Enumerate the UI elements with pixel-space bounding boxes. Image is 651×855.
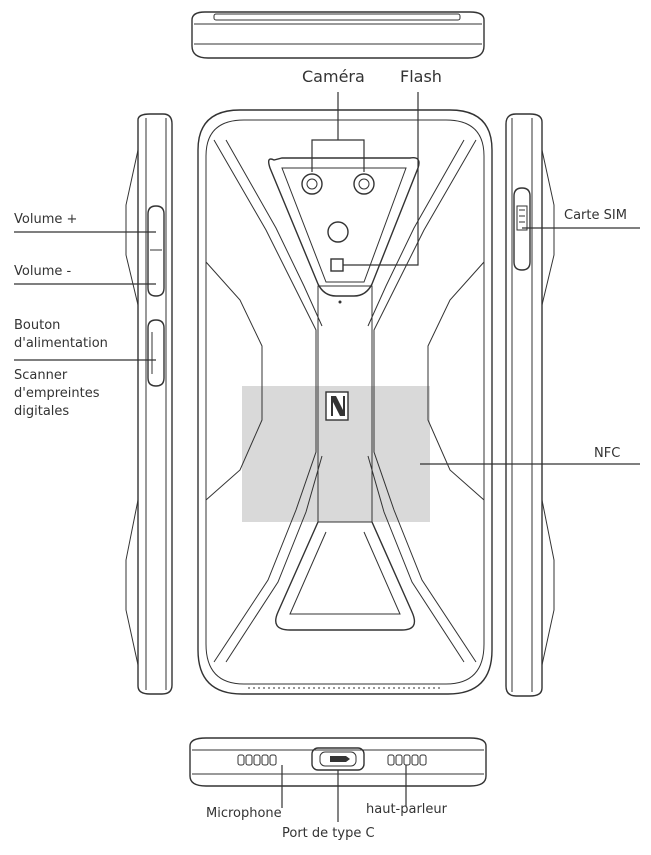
camera-leader xyxy=(311,92,365,172)
power-label-line2: d'alimentation xyxy=(14,336,108,351)
microphone-label: Microphone xyxy=(206,806,282,821)
left-side-view xyxy=(125,113,173,695)
flash-led xyxy=(330,258,344,272)
volume-up-label: Volume + xyxy=(14,212,78,227)
camera-lens-1 xyxy=(301,173,323,195)
fingerprint-label-line3: digitales xyxy=(14,404,70,419)
fingerprint-label-line1: Scanner xyxy=(14,368,68,383)
power-button xyxy=(147,319,165,387)
power-label-line1: Bouton xyxy=(14,318,61,333)
leader-lines xyxy=(14,92,640,822)
fingerprint-label-line2: d'empreintes xyxy=(14,386,100,401)
back-view xyxy=(197,109,493,695)
usb-label: Port de type C xyxy=(282,826,375,841)
camera-lens-2 xyxy=(353,173,375,195)
nfc-label: NFC xyxy=(594,446,621,461)
flash-leader xyxy=(343,92,419,266)
camera-lens-3 xyxy=(327,221,349,243)
flash-label: Flash xyxy=(400,67,442,86)
volume-rocker xyxy=(147,205,165,297)
brand-logo-icon xyxy=(325,391,349,421)
sim-tray xyxy=(513,187,531,271)
microphone-holes xyxy=(237,754,277,766)
sim-label: Carte SIM xyxy=(564,208,627,223)
volume-down-label: Volume - xyxy=(14,264,72,279)
speaker-holes xyxy=(387,754,427,766)
usb-c-port-icon xyxy=(311,747,365,771)
camera-label: Caméra xyxy=(302,67,365,86)
right-side-view xyxy=(505,113,555,697)
speaker-label: haut-parleur xyxy=(366,802,447,817)
top-view xyxy=(191,11,485,59)
